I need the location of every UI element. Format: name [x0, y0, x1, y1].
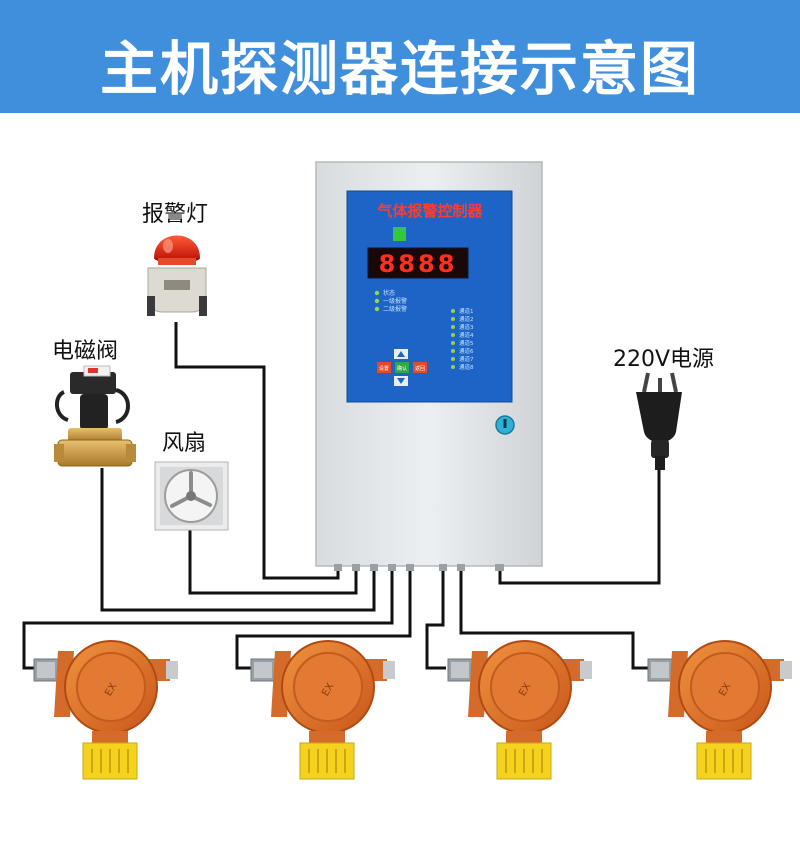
title-banner: 主机探测器连接示意图 [0, 0, 800, 113]
set-button [377, 362, 391, 373]
fan-icon [154, 461, 229, 531]
status-item: 状态 [383, 289, 395, 297]
channel-item: 通道2 [459, 315, 474, 323]
channel-item: 通道7 [459, 355, 474, 363]
wires [22, 322, 661, 670]
channel-item: 通道6 [459, 347, 474, 355]
down-arrow-icon [397, 378, 405, 384]
key-lock-icon [495, 415, 515, 435]
gas-detector-icon [447, 640, 593, 780]
power-plug-icon [636, 372, 682, 470]
alarm-light-icon [147, 235, 207, 316]
channel-item: 通道1 [459, 307, 474, 315]
channel-item: 通道3 [459, 323, 474, 331]
wire-detector-2 [235, 564, 412, 670]
page-title: 主机探测器连接示意图 [99, 35, 700, 103]
fan-label: 风扇 [162, 431, 207, 456]
wire-detector-1 [22, 564, 394, 670]
solenoid-valve-label: 电磁阀 [52, 339, 119, 364]
status-list: 状态 一级报警 二级报警 [374, 289, 407, 313]
wire-detector-4 [459, 564, 648, 670]
confirm-button-label: 确认 [397, 365, 407, 372]
wire-solenoid-valve [100, 468, 376, 612]
channel-list: 通道1 通道2 通道3 通道4 通道5 通道6 通道7 通道8 [451, 307, 474, 371]
channel-item: 通道5 [459, 339, 474, 347]
channel-item: 通道4 [459, 331, 474, 339]
return-button [413, 362, 427, 373]
return-button-label: 返回 [415, 365, 425, 372]
status-item: 二级报警 [383, 305, 407, 313]
power-label: 220V电源 [613, 347, 715, 372]
alarm-light-label: 报警灯 [142, 202, 209, 227]
up-arrow-icon [397, 351, 405, 357]
gas-detector-icon: EX [33, 640, 178, 780]
led-display [367, 247, 469, 279]
set-button-label: 设置 [379, 365, 389, 372]
gas-detector-icon [250, 640, 396, 780]
confirm-button [395, 362, 409, 373]
wire-detector-3 [425, 564, 446, 670]
controller-cabinet: 气体报警控制器 8888 状态 一级报警 二级报警 通道1 通道2 通道3 [315, 161, 543, 571]
wire-alarm-light [174, 322, 340, 580]
power-indicator [393, 227, 406, 241]
panel-title: 气体报警控制器 [376, 202, 483, 220]
channel-item: 通道8 [459, 363, 474, 371]
wire-power [498, 470, 661, 585]
keypad: 设置 确认 返回 [377, 349, 427, 386]
status-item: 一级报警 [383, 297, 407, 305]
gas-detector-icon [647, 640, 793, 780]
display-value: 8888 [379, 250, 458, 278]
wire-fan [188, 525, 358, 595]
solenoid-valve-icon [54, 365, 136, 467]
